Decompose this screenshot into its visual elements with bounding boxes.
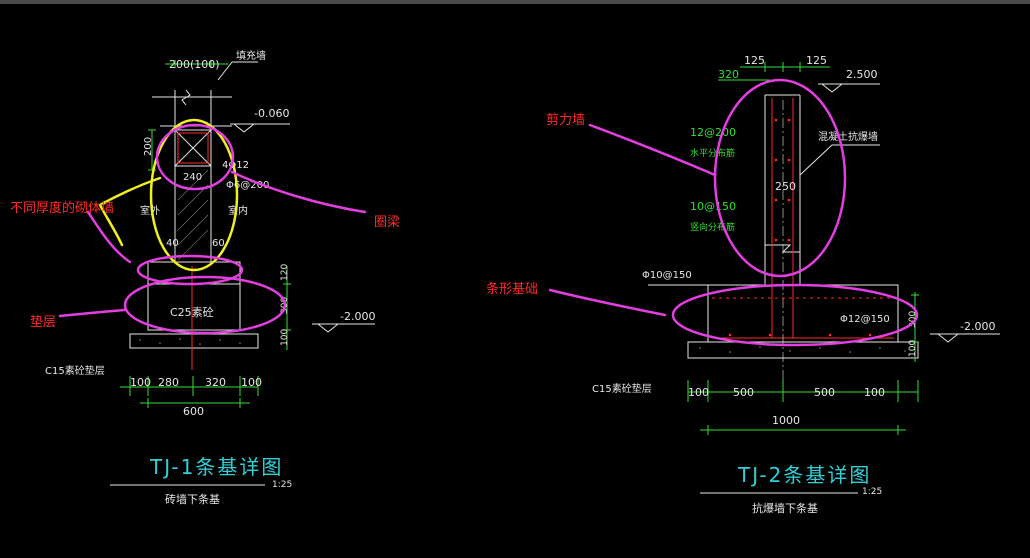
tj2-dim-b4: 100: [864, 386, 885, 399]
annotation-label-shear-wall: 剪力墙: [546, 112, 585, 128]
tj1-label-rebar-main: 4Φ12: [222, 160, 249, 171]
tj2-label-cushion: C15素砼垫层: [592, 382, 652, 395]
annotation-footing-ellipse: [136, 254, 244, 286]
annotation-cushion-ellipse: [123, 275, 287, 335]
annotation-cushion-leader: [58, 308, 127, 318]
tj2-label-base-rebar-bottom: Φ12@150: [840, 314, 890, 325]
tj1-elevation-markers: [217, 61, 375, 333]
tj2-title: TJ-2条基详图: [737, 463, 871, 487]
tj1-dim-v120: 120: [280, 264, 290, 281]
tj2-dim-125-right: 125: [806, 54, 827, 67]
tj2-dim-total: 1000: [772, 414, 800, 427]
tj1-scale: 1:25: [272, 480, 292, 490]
tj1-label-stirrup: Φ6@200: [226, 180, 269, 191]
tj1-dim-total: 600: [183, 405, 204, 418]
tj1-dim-b4: 100: [241, 376, 262, 389]
tj1-cushion-texture: [139, 338, 241, 345]
tj2-dimension-lines: [687, 62, 919, 435]
tj2-scale: 1:25: [862, 487, 882, 497]
tj2-elevation-bottom: -2.000: [960, 320, 995, 333]
annotation-label-masonry: 不同厚度的砌体墙: [10, 200, 114, 216]
tj2-dim-320: 320: [718, 68, 739, 81]
tj2-dim-b3: 500: [814, 386, 835, 399]
tj2-label-wall-type: 混凝土抗爆墙: [818, 130, 878, 143]
tj1-dim-200: 200: [143, 137, 154, 156]
annotation-label-cushion: 垫层: [30, 314, 56, 330]
tj2-dim-b1: 100: [688, 386, 709, 399]
tj1-wall-hatch: [177, 169, 209, 261]
hand-annotations: [58, 78, 919, 347]
tj2-dim-v100: 100: [908, 340, 918, 357]
annotation-shear-wall-leader: [588, 123, 717, 177]
annotation-label-ring-beam: 圈梁: [374, 215, 400, 230]
tj2-cushion-texture: [699, 346, 906, 353]
tj2-subtitle: 抗爆墙下条基: [752, 501, 818, 515]
tj1-label-cushion: C15素砼垫层: [45, 364, 105, 377]
tj2-label-base-rebar-top: Φ10@150: [642, 270, 692, 281]
annotation-ring-beam-leader: [230, 170, 367, 214]
tj1-label-infill-wall: 填充墙: [236, 49, 266, 62]
tj2-label-vert-rebar-note: 竖向分布筋: [690, 221, 735, 233]
tj1-elevation-bottom: -2.000: [340, 310, 375, 323]
tj2-label-horiz-rebar-note: 水平分布筋: [690, 147, 735, 159]
annotation-masonry-leader: [98, 176, 162, 247]
tj2-detail: 125 125 320 2.500 12@200 水平分布筋 混凝土抗爆墙 25…: [592, 54, 1000, 515]
annotation-masonry-ellipse: [149, 118, 239, 272]
tj1-label-indoor: 室内: [228, 204, 248, 217]
tj2-dim-v300: 300: [908, 311, 918, 328]
tj2-dim-250: 250: [775, 180, 796, 193]
tj1-dim-b3: 320: [205, 376, 226, 389]
annotation-masonry-magenta-leader: [86, 210, 132, 264]
annotation-label-strip-foundation: 条形基础: [486, 281, 538, 297]
tj1-dimension-lines: [120, 60, 291, 408]
tj2-elevation-markers: [799, 83, 1000, 343]
tj1-elevation-top: -0.060: [254, 107, 289, 120]
tj1-subtitle: 砖墙下条基: [165, 492, 220, 506]
tj2-rebar: [712, 98, 894, 339]
cad-window-top-bar: [0, 0, 1030, 4]
tj1-dim-60: 60: [212, 238, 225, 249]
tj1-dim-top-wall: 200(100): [169, 58, 220, 71]
tj1-title: TJ-1条基详图: [149, 455, 283, 479]
annotation-strip-foundation-leader: [548, 288, 667, 317]
tj2-rebar-dots: [728, 118, 872, 337]
tj2-label-horiz-rebar: 12@200: [690, 126, 736, 139]
tj2-dim-b2: 500: [733, 386, 754, 399]
annotation-shear-wall-ellipse: [713, 78, 847, 278]
annotation-ring-beam-ellipse: [155, 123, 235, 191]
tj1-dim-b2: 280: [158, 376, 179, 389]
tj1-label-outdoor: 室外: [140, 204, 160, 217]
tj2-elevation-top: 2.500: [846, 68, 878, 81]
tj1-dim-v100: 100: [280, 329, 290, 346]
tj1-detail: 200(100) 填充墙 -0.060 4Φ12 Φ6@200 240 200 …: [45, 49, 375, 506]
tj2-dim-125-left: 125: [744, 54, 765, 67]
tj1-label-concrete: C25素砼: [170, 306, 214, 319]
tj1-dim-40: 40: [166, 238, 179, 249]
tj2-label-vert-rebar: 10@150: [690, 200, 736, 213]
tj1-dim-240: 240: [183, 172, 202, 183]
annotation-strip-foundation-ellipse: [671, 283, 919, 347]
tj1-dim-b1: 100: [130, 376, 151, 389]
